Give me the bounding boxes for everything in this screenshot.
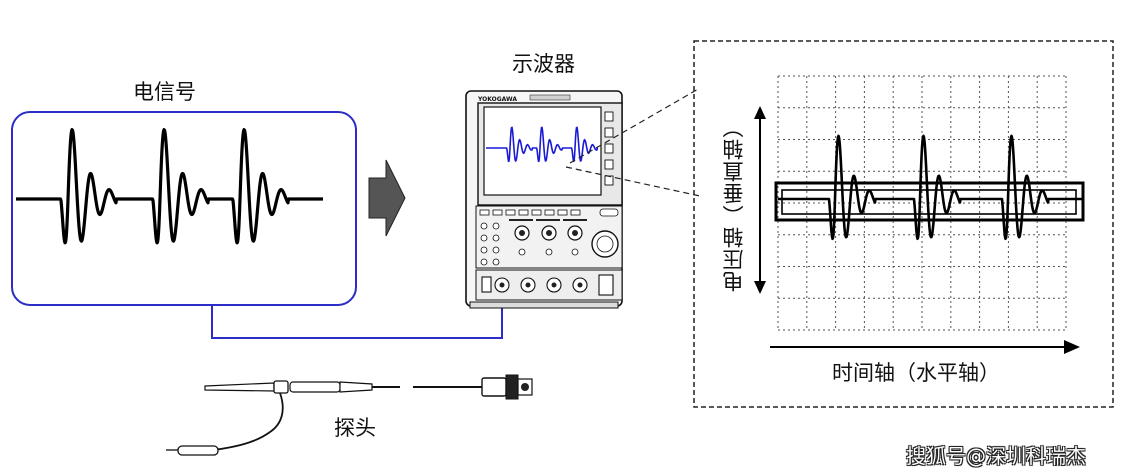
signal-frame — [11, 111, 357, 306]
signal-waveform — [14, 128, 325, 245]
watermark: 搜狐号@深圳科瑞杰 — [906, 444, 1086, 468]
time-axis-label: 时间轴（水平轴） — [832, 361, 1000, 385]
oscilloscope-label: 示波器 — [512, 52, 575, 76]
zoom-panel — [693, 40, 1114, 408]
oscilloscope-drawing: YOKOGAWA — [465, 90, 623, 309]
connection-wire — [211, 298, 503, 339]
voltage-axis-label: 电压轴（垂直轴） — [722, 116, 746, 292]
zoomed-waveform — [777, 134, 1083, 241]
zoom-lines — [565, 87, 701, 197]
time-axis-arrow — [770, 340, 1080, 354]
signal-band-outer — [774, 181, 1085, 222]
probe-drawing — [166, 374, 533, 456]
signal-band-inner — [781, 189, 1077, 215]
signal-label: 电信号 — [133, 80, 196, 104]
scope-screen-trace — [486, 126, 599, 163]
direction-arrow-icon — [368, 159, 406, 237]
voltage-axis-arrow — [754, 106, 766, 294]
svg-text:YOKOGAWA: YOKOGAWA — [477, 96, 517, 103]
probe-label: 探头 — [334, 416, 376, 440]
